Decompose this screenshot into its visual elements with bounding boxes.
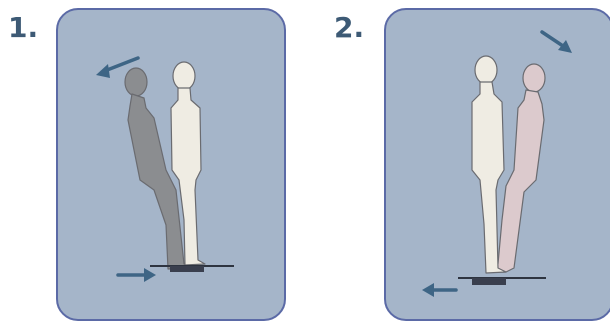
platform-arrow-icon [422, 283, 456, 297]
panel-step-2 [384, 8, 610, 321]
step-number-2: 2. [334, 14, 364, 42]
panel-1-illustration [58, 10, 284, 319]
step-number-1: 1. [8, 14, 38, 42]
platform-arrow-icon [118, 268, 156, 282]
platform [472, 278, 506, 285]
panel-step-1 [56, 8, 286, 321]
panel-2-illustration [386, 10, 610, 319]
sway-arrow-icon [542, 32, 572, 53]
platform [170, 266, 204, 272]
